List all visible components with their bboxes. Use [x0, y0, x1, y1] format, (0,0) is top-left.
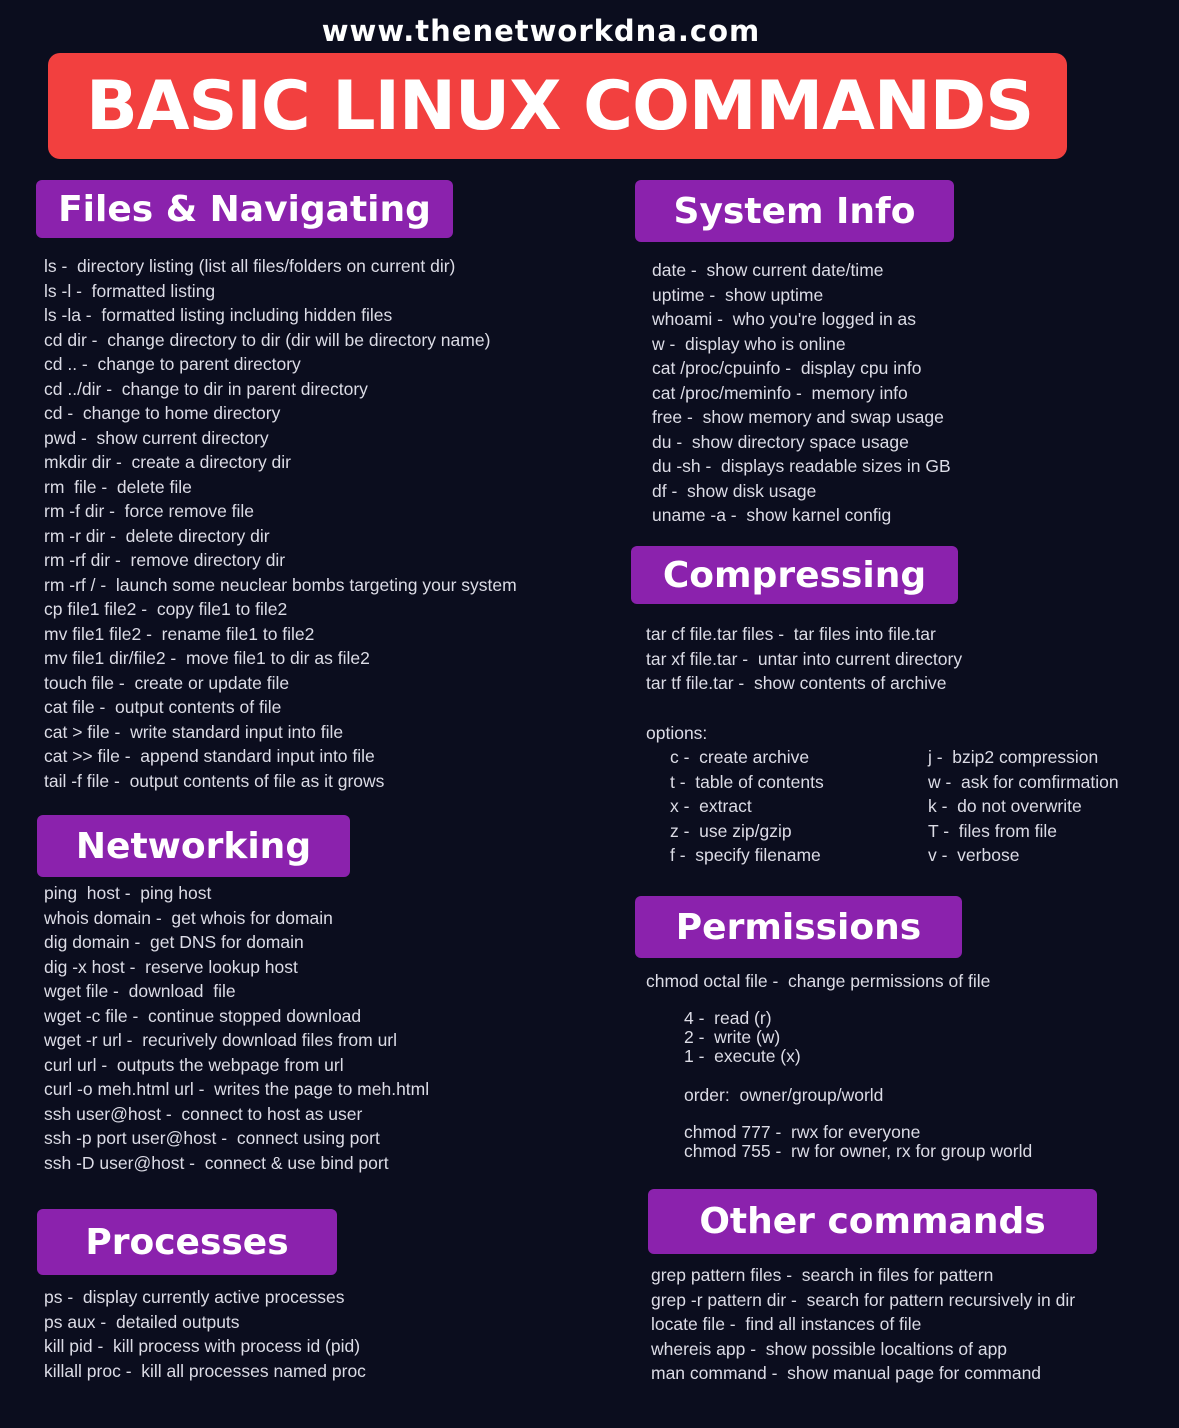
options-label: options:: [646, 723, 708, 743]
command-line: z - use zip/gzip: [670, 820, 792, 841]
command-line: ssh -D user@host - connect & use bind po…: [44, 1152, 389, 1173]
command-line: tail -f file - output contents of file a…: [44, 770, 385, 791]
octal-list: 4 - read (r)2 - write (w)1 - execute (x): [684, 1009, 801, 1066]
command-line: w - display who is online: [652, 333, 846, 354]
command-line: mv file1 dir/file2 - move file1 to dir a…: [44, 648, 370, 668]
command-line: T - files from file: [928, 820, 1058, 841]
command-line: man command - show manual page for comma…: [651, 1363, 1042, 1383]
sysinfo-list: date - show current date/time uptime - sh…: [652, 258, 951, 528]
command-line: c - create archive: [670, 747, 810, 767]
files-list: ls - directory listing (list all files/f…: [44, 254, 517, 793]
heading-compressing: Compressing: [631, 546, 958, 604]
command-line: ls -l - formatted listing: [44, 280, 216, 301]
command-line: curl -o meh.html url - writes the page t…: [44, 1079, 430, 1099]
command-line: rm -f dir - force remove file: [44, 501, 255, 521]
command-line: grep -r pattern dir - search for pattern…: [651, 1289, 1076, 1310]
command-line: curl url - outputs the webpage from url: [44, 1054, 344, 1075]
command-line: dig domain - get DNS for domain: [44, 932, 304, 952]
command-line: tar tf file.tar - show contents of archi…: [646, 673, 947, 693]
command-line: date - show current date/time: [652, 260, 884, 280]
command-line: cat /proc/cpuinfo - display cpu info: [652, 358, 922, 378]
command-line: wget -r url - recurively download files …: [44, 1030, 398, 1050]
command-line: f - specify filename: [670, 845, 821, 865]
command-line: ls -la - formatted listing including hid…: [44, 305, 393, 325]
permissions-main: chmod octal file - change permissions of…: [646, 971, 991, 991]
compressing-list: tar cf file.tar files - tar files into f…: [646, 622, 962, 696]
command-line: wget -c file - continue stopped download: [44, 1005, 362, 1026]
command-line: dig -x host - reserve lookup host: [44, 956, 298, 977]
command-line: ssh user@host - connect to host as user: [44, 1103, 363, 1124]
command-line: rm file - delete file: [44, 476, 192, 497]
command-line: tar xf file.tar - untar into current dir…: [646, 648, 963, 669]
command-line: free - show memory and swap usage: [652, 407, 944, 427]
command-line: cat > file - write standard input into f…: [44, 721, 344, 742]
permissions-order: order: owner/group/world: [684, 1085, 884, 1105]
command-line: chmod 777 - rwx for everyone: [684, 1122, 921, 1142]
command-line: uptime - show uptime: [652, 284, 824, 305]
command-line: uname -a - show karnel config: [652, 505, 892, 525]
command-line: ping host - ping host: [44, 883, 212, 903]
heading-other: Other commands: [648, 1189, 1097, 1254]
heading-files: Files & Navigating: [36, 180, 453, 238]
command-line: grep pattern files - search in files for…: [651, 1265, 994, 1285]
command-line: cp file1 file2 - copy file1 to file2: [44, 599, 288, 619]
command-line: x - extract: [670, 796, 752, 816]
options-left-list: c - create archive t - table of contents x…: [670, 745, 824, 868]
command-line: k - do not overwrite: [928, 796, 1082, 816]
command-line: tar cf file.tar files - tar files into f…: [646, 624, 936, 644]
command-line: ls - directory listing (list all files/f…: [44, 256, 456, 276]
command-line: rm -rf dir - remove directory dir: [44, 550, 286, 570]
command-line: du -sh - displays readable sizes in GB: [652, 456, 951, 476]
command-line: rm -rf / - launch some neuclear bombs ta…: [44, 574, 517, 595]
command-line: killall proc - kill all processes named …: [44, 1360, 366, 1381]
command-line: t - table of contents: [670, 771, 824, 792]
command-line: du - show directory space usage: [652, 431, 909, 452]
command-line: locate file - find all instances of file: [651, 1314, 922, 1334]
command-line: df - show disk usage: [652, 480, 817, 501]
command-line: touch file - create or update file: [44, 672, 290, 693]
command-line: wget file - download file: [44, 981, 236, 1001]
command-line: cd .. - change to parent directory: [44, 354, 301, 374]
command-line: mkdir dir - create a directory dir: [44, 452, 292, 472]
command-line: whois domain - get whois for domain: [44, 907, 333, 928]
command-line: whoami - who you're logged in as: [652, 309, 917, 329]
command-line: 2 - write (w): [684, 1027, 781, 1047]
networking-list: ping host - ping host whois domain - get …: [44, 881, 429, 1175]
command-line: cat file - output contents of file: [44, 697, 282, 717]
other-list: grep pattern files - search in files for…: [651, 1263, 1075, 1386]
command-line: j - bzip2 compression: [928, 747, 1099, 767]
heading-processes: Processes: [37, 1209, 337, 1275]
title-banner: BASIC LINUX COMMANDS: [48, 53, 1067, 159]
command-line: cat >> file - append standard input into…: [44, 746, 375, 766]
command-line: cd - change to home directory: [44, 403, 281, 423]
options-right-list: j - bzip2 compression w - ask for comfirm…: [928, 745, 1119, 868]
command-line: 1 - execute (x): [684, 1046, 801, 1066]
command-line: w - ask for comfirmation: [928, 771, 1119, 792]
command-line: ps aux - detailed outputs: [44, 1311, 240, 1332]
command-line: 4 - read (r): [684, 1008, 772, 1028]
command-line: ps - display currently active processes: [44, 1287, 345, 1307]
command-line: v - verbose: [928, 845, 1020, 865]
command-line: cat /proc/meminfo - memory info: [652, 382, 908, 403]
heading-sysinfo: System Info: [635, 180, 954, 242]
heading-permissions: Permissions: [635, 896, 962, 958]
command-line: ssh -p port user@host - connect using po…: [44, 1128, 380, 1148]
command-line: cd ../dir - change to dir in parent dire…: [44, 378, 368, 399]
site-url: www.thenetworkdna.com: [321, 14, 761, 48]
command-line: mv file1 file2 - rename file1 to file2: [44, 623, 315, 644]
command-line: rm -r dir - delete directory dir: [44, 525, 270, 546]
page-title: BASIC LINUX COMMANDS: [86, 67, 1034, 146]
command-line: cd dir - change directory to dir (dir wi…: [44, 329, 491, 350]
command-line: kill pid - kill process with process id …: [44, 1336, 361, 1356]
processes-list: ps - display currently active processes p…: [44, 1285, 366, 1383]
command-line: whereis app - show possible localtions o…: [651, 1338, 1008, 1359]
heading-networking: Networking: [37, 815, 350, 877]
command-line: pwd - show current directory: [44, 427, 269, 448]
command-line: chmod 755 - rw for owner, rx for group w…: [684, 1141, 1033, 1161]
